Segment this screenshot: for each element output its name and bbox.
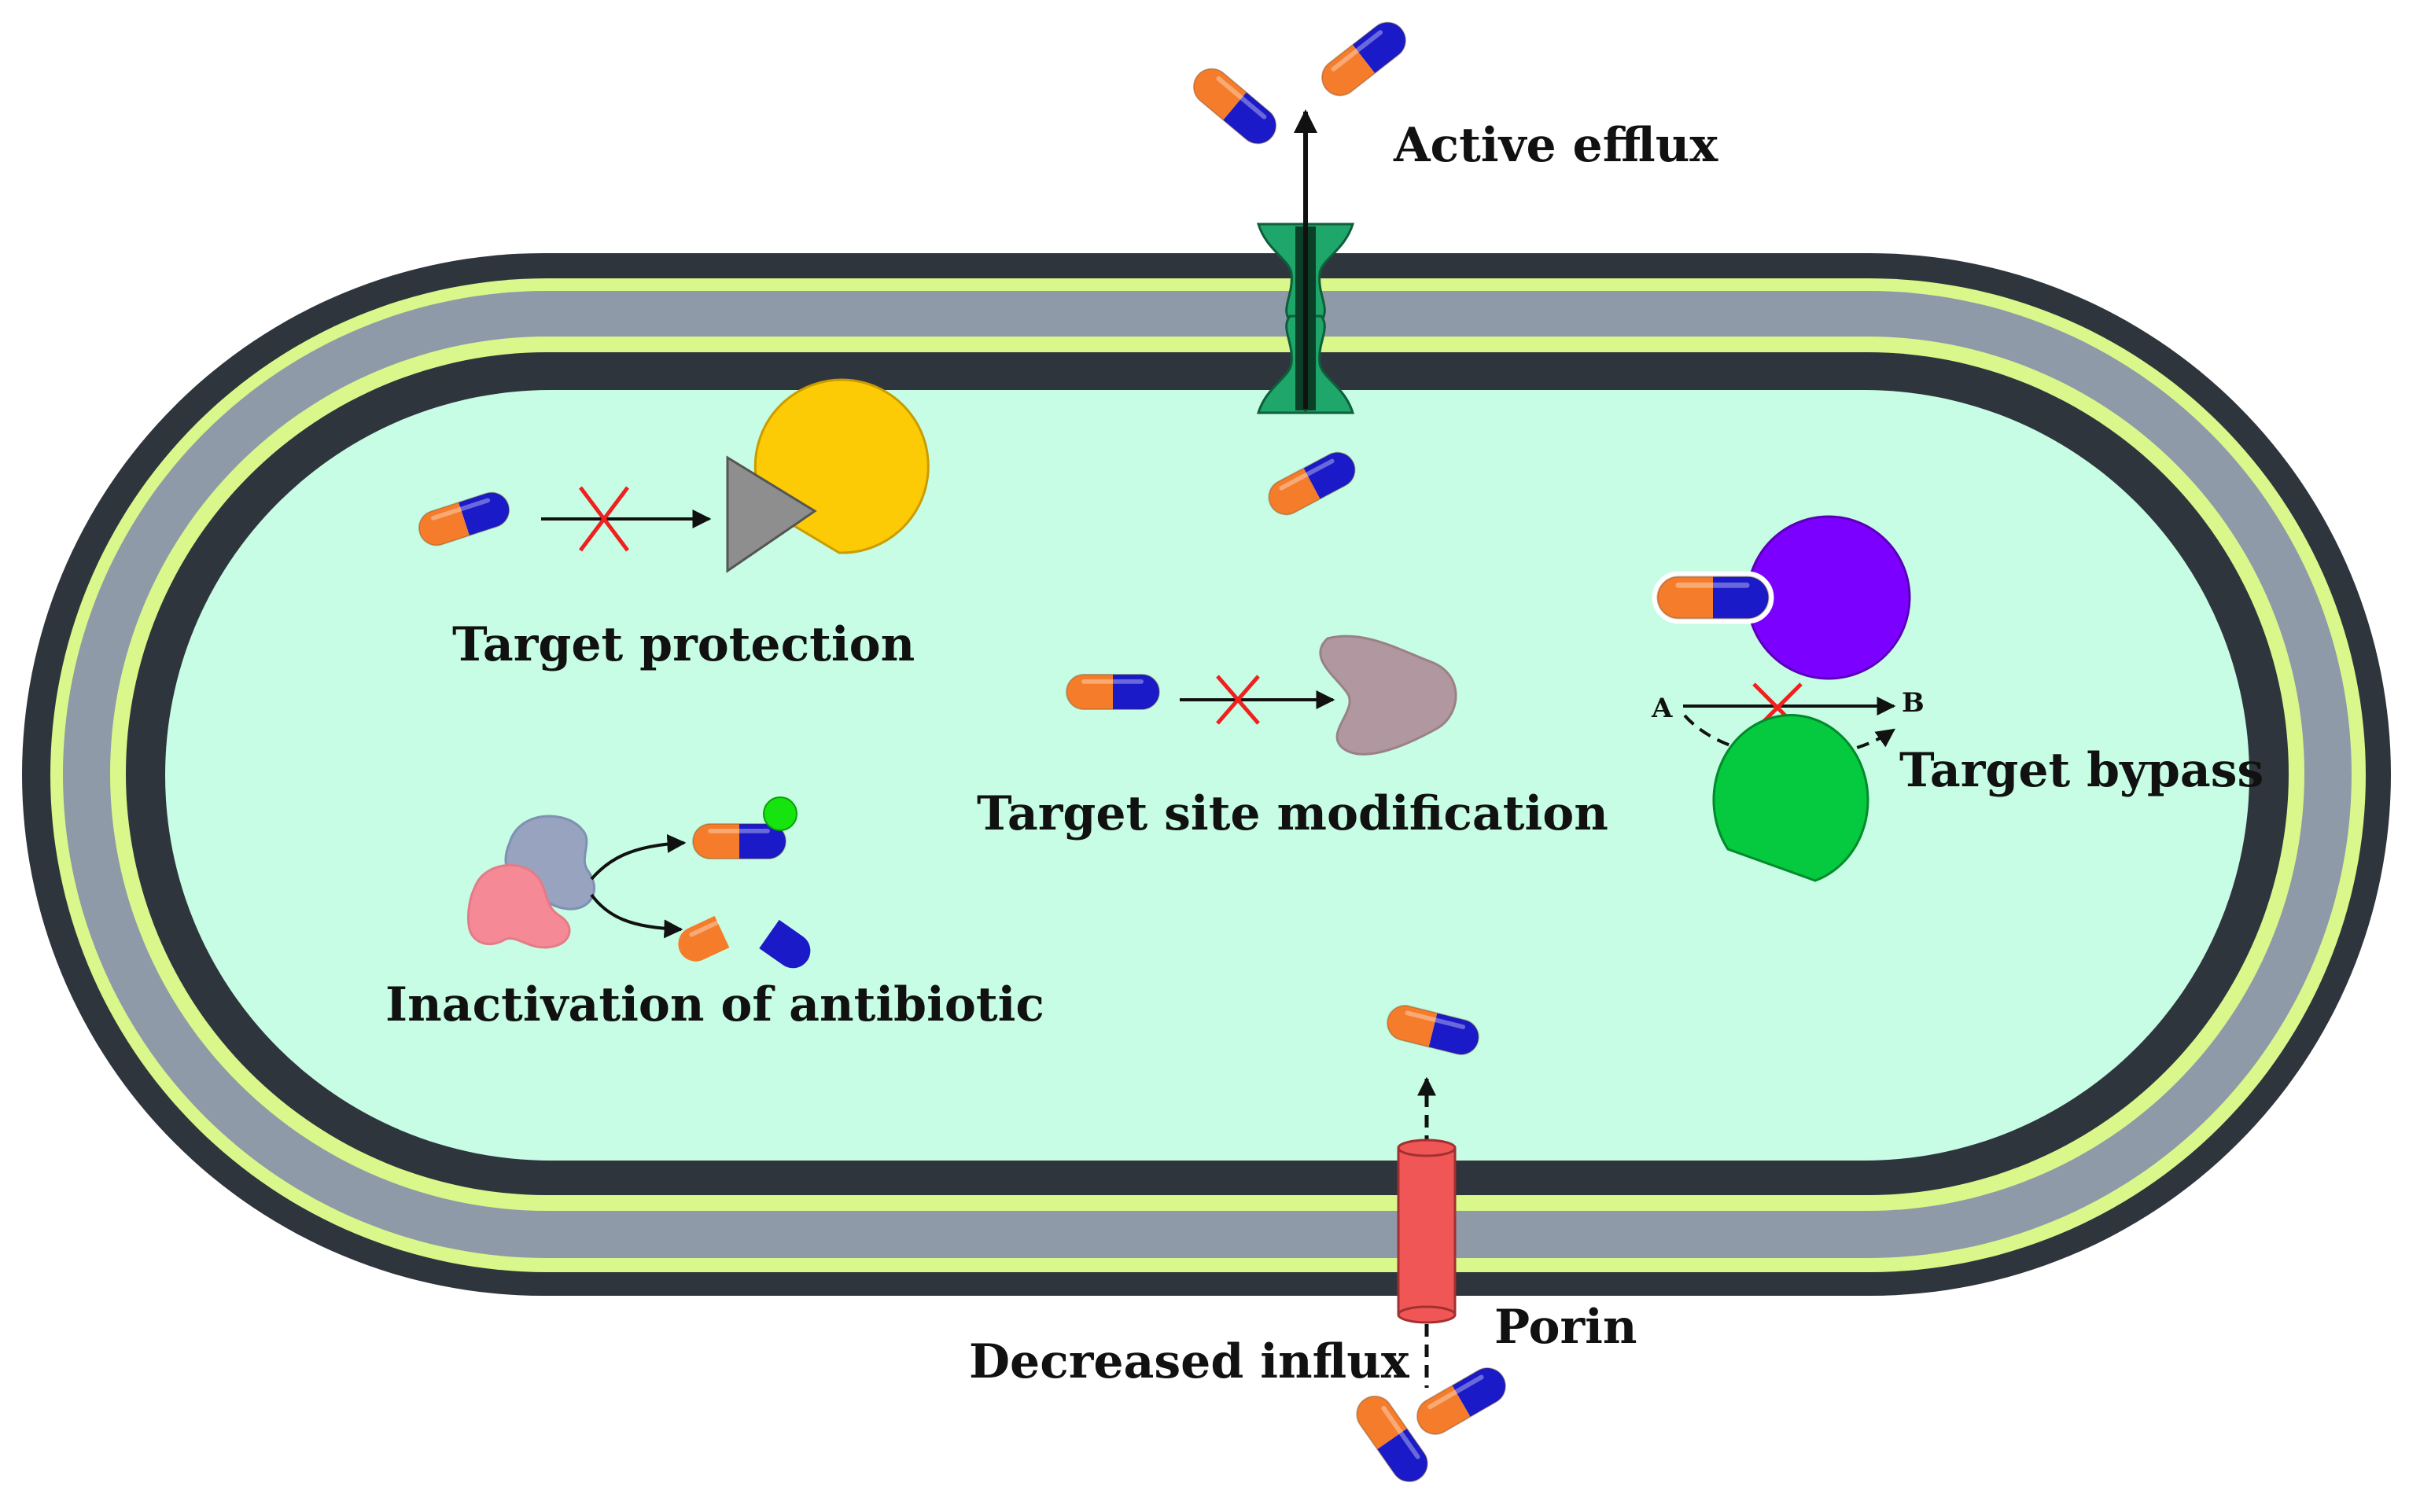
capsule-modification <box>1066 675 1159 709</box>
block-x-protection <box>579 486 629 552</box>
label-point-b: B <box>1902 687 1925 719</box>
label-decreased-influx: Decreased influx <box>969 1334 1410 1389</box>
label-active-efflux: Active efflux <box>1393 118 1718 173</box>
inactivation-arrow-modified <box>590 833 687 881</box>
decreased-influx-group: Porin Decreased influx <box>969 1002 1637 1488</box>
inactivating-enzyme-front <box>467 863 571 949</box>
label-target-protection: Target protection <box>452 617 915 672</box>
target-protection-group: Target protection <box>414 378 930 672</box>
label-point-a: A <box>1651 693 1673 724</box>
label-porin: Porin <box>1494 1300 1637 1355</box>
protection-protein <box>726 455 817 573</box>
inactivation-arrow-cleaved <box>590 893 683 939</box>
target-modification-group: Target site modification <box>977 635 1608 841</box>
capsule-cleaved-blue <box>759 919 811 969</box>
capsule-efflux-out-1 <box>1186 61 1283 151</box>
target-bypass-group: A B Target bypass <box>1651 515 2264 882</box>
label-target-site-modification: Target site modification <box>977 786 1608 841</box>
capsule-cleaved-orange <box>678 915 730 962</box>
label-target-bypass: Target bypass <box>1899 743 2264 798</box>
modification-group-dot <box>763 796 797 831</box>
capsule-modified <box>693 824 786 859</box>
label-inactivation: Inactivation of antibiotic <box>385 977 1044 1032</box>
active-efflux-group: Active efflux <box>1186 15 1718 521</box>
inactivation-group: Inactivation of antibiotic <box>385 796 1044 1032</box>
capsule-efflux-out-2 <box>1315 15 1413 103</box>
block-x-modification <box>1216 675 1260 725</box>
alternate-enzyme-green <box>1712 714 1869 882</box>
modified-target <box>1319 635 1457 756</box>
capsule-bypass <box>1652 571 1774 624</box>
porin-channel <box>1397 1139 1457 1324</box>
cell-envelope <box>22 253 2391 1296</box>
